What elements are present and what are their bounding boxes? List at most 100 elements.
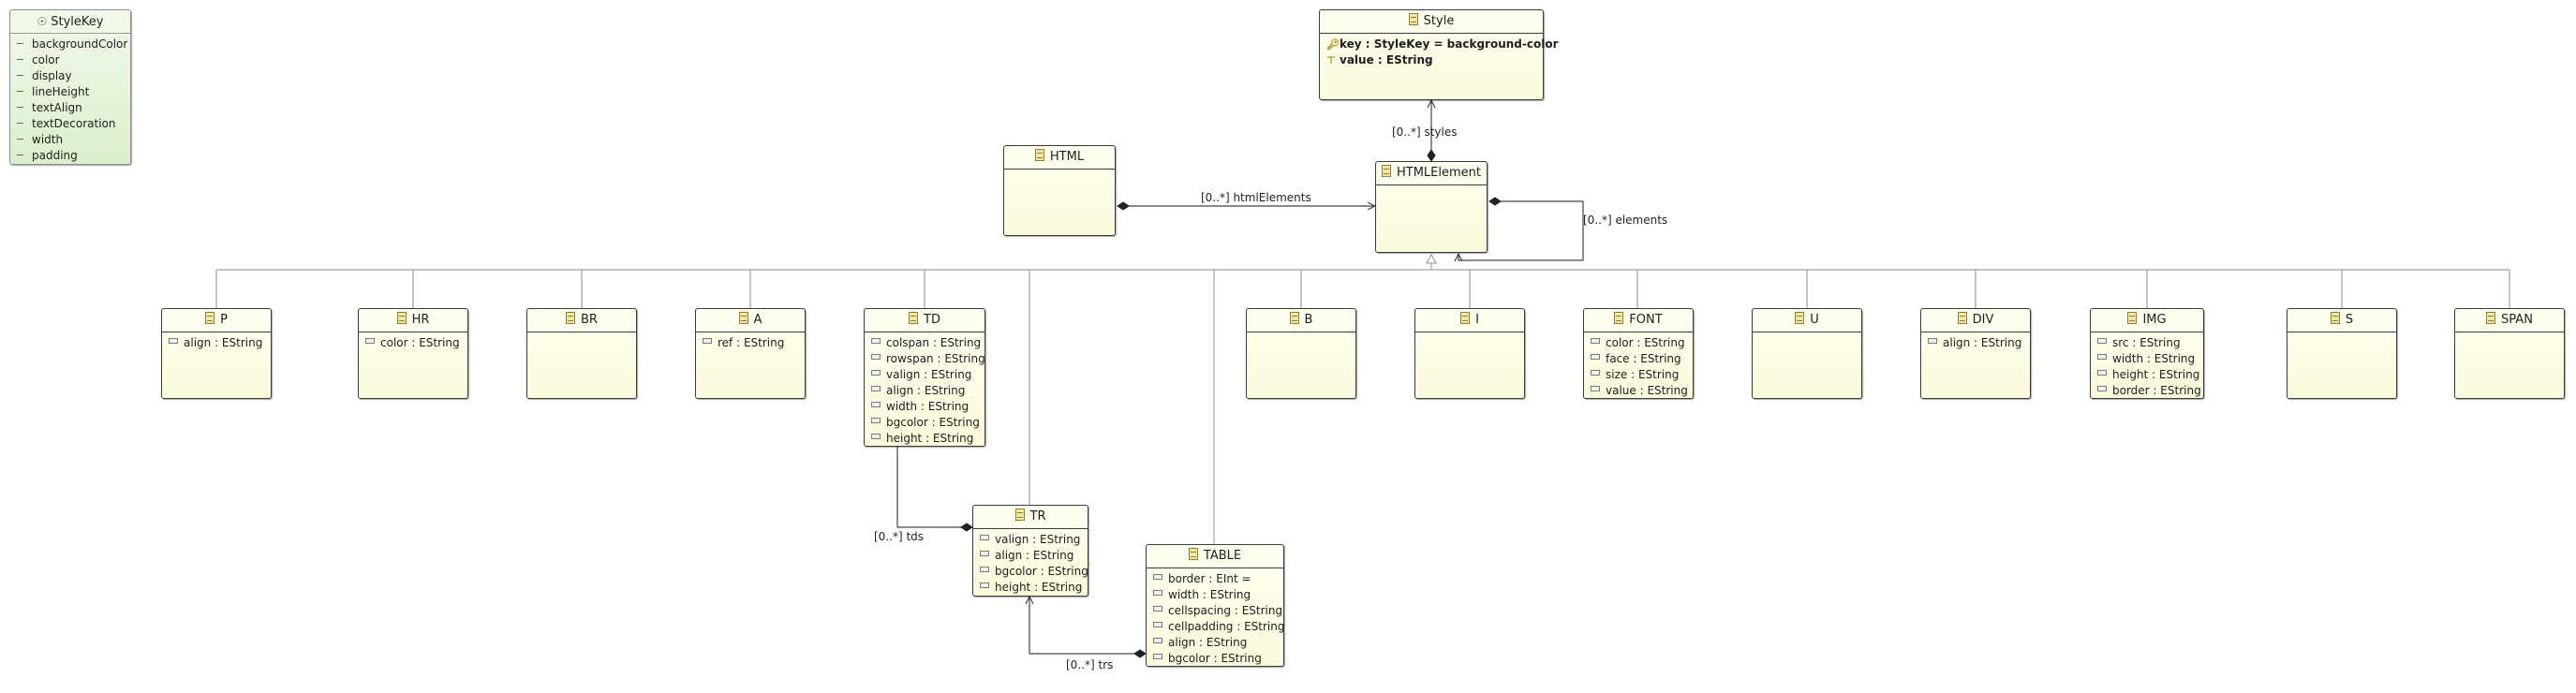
class-p[interactable]: P align : EString [161,308,272,399]
class-style[interactable]: Style 🔑︎key : StyleKey = background-colo… [1319,9,1559,100]
class-tr-header: TR [973,506,1088,529]
class-htmlelement[interactable]: HTMLElement [1375,161,1488,253]
class-icon [2486,312,2496,324]
enum-literal: display [17,68,130,84]
attribute-icon [871,418,881,423]
reference-trs-line [1029,597,1146,654]
reference-tds-label: [0..*] tds [874,530,925,543]
literal-icon [17,123,23,124]
class-icon [738,312,748,324]
class-b[interactable]: B [1246,308,1356,399]
class-span-header: SPAN [2455,309,2564,332]
class-htmlelement-header: HTMLElement [1376,162,1487,185]
class-br[interactable]: BR [526,308,637,399]
attribute-icon [2097,370,2107,376]
class-div-header: DIV [1921,309,2030,332]
class-attribute: width : EString [871,399,985,415]
class-attribute: bgcolor : EString [1153,651,1283,667]
attribute-icon [871,354,881,360]
literal-icon [17,139,23,140]
class-a[interactable]: A ref : EString [695,308,806,399]
class-s-header: S [2287,309,2396,332]
class-td[interactable]: TD colspan : EString rowspan : EString v… [864,308,985,447]
class-icon [2127,312,2138,324]
class-i-header: I [1415,309,1524,332]
pin-icon: ⊤ [1326,54,1337,66]
literal-icon [17,43,23,44]
attribute-icon [169,338,178,344]
class-attribute: border : EInt = [1153,571,1283,587]
class-attribute: ⊤value : EString [1326,53,1433,66]
attribute-icon [1153,638,1162,643]
class-attribute: face : EString [1591,351,1693,367]
class-html[interactable]: HTML [1003,145,1116,236]
class-attribute: valign : EString [871,367,985,383]
class-icon [1614,312,1624,324]
attribute-icon [871,338,881,344]
class-b-header: B [1247,309,1355,332]
class-u[interactable]: U [1752,308,1862,399]
attribute-icon [2097,354,2107,360]
class-attribute: src : EString [2097,335,2203,351]
enum-literal: textDecoration [17,116,130,132]
key-icon: 🔑︎ [1326,38,1340,51]
class-icon [1034,149,1044,161]
class-attribute: align : EString [169,335,271,351]
class-attribute: border : EString [2097,383,2203,399]
class-attribute: align : EString [871,383,985,399]
attribute-icon [1591,386,1600,391]
attribute-icon [1153,574,1162,580]
class-attribute: bgcolor : EString [980,564,1088,580]
class-attribute: align : EString [1153,635,1283,651]
attribute-icon [980,535,989,540]
class-div[interactable]: DIV align : EString [1920,308,2031,399]
class-attribute: height : EString [871,431,985,447]
reference-styles-label: [0..*] styles [1392,125,1458,139]
class-tr[interactable]: TR valign : EString align : EString bgco… [972,505,1088,597]
attribute-icon [1153,606,1162,612]
class-attribute: height : EString [2097,367,2203,383]
class-icon [566,312,576,324]
literal-icon [17,75,23,76]
class-icon [1188,548,1198,560]
class-hr[interactable]: HR color : EString [358,308,468,399]
class-attribute: height : EString [980,580,1088,596]
class-attribute: align : EString [1928,335,2030,351]
class-i[interactable]: I [1414,308,1525,399]
class-style-header: Style [1320,10,1543,34]
enum-icon: ☉ [37,15,48,28]
attribute-icon [1153,654,1162,659]
enum-stylekey-literals: backgroundColor color display lineHeight… [10,34,130,166]
reference-elements-line [1458,201,1584,260]
class-icon [1460,312,1471,324]
class-font[interactable]: FONT color : EString face : EString size… [1583,308,1694,399]
class-icon [909,312,919,324]
attribute-icon [980,567,989,572]
attribute-icon [1153,590,1162,596]
class-attribute: colspan : EString [871,335,985,351]
class-td-header: TD [865,309,985,332]
class-img[interactable]: IMG src : EString width : EString height… [2090,308,2204,399]
reference-htmlelements-label: [0..*] htmlElements [1201,191,1311,204]
enum-literal: color [17,52,130,68]
class-table[interactable]: TABLE border : EInt = width : EString ce… [1146,544,1284,667]
class-span[interactable]: SPAN [2454,308,2565,399]
literal-icon [17,59,23,60]
attribute-icon [1591,354,1600,360]
class-attribute: rowspan : EString [871,351,985,367]
class-attribute: value : EString [1591,383,1693,399]
enum-stylekey[interactable]: ☉StyleKey backgroundColor color display … [9,9,131,165]
reference-elements-label: [0..*] elements [1583,214,1668,227]
class-attribute: ref : EString [703,335,805,351]
class-icon [1014,509,1025,521]
class-attribute: cellpadding : EString [1153,619,1284,635]
class-s[interactable]: S [2287,308,2397,399]
class-attribute: align : EString [980,548,1088,564]
enum-literal: width [17,132,130,148]
class-icon [1957,312,1967,324]
class-hr-header: HR [359,309,467,332]
class-br-header: BR [527,309,636,332]
attribute-icon [2097,386,2107,391]
enum-literal: textAlign [17,100,130,116]
